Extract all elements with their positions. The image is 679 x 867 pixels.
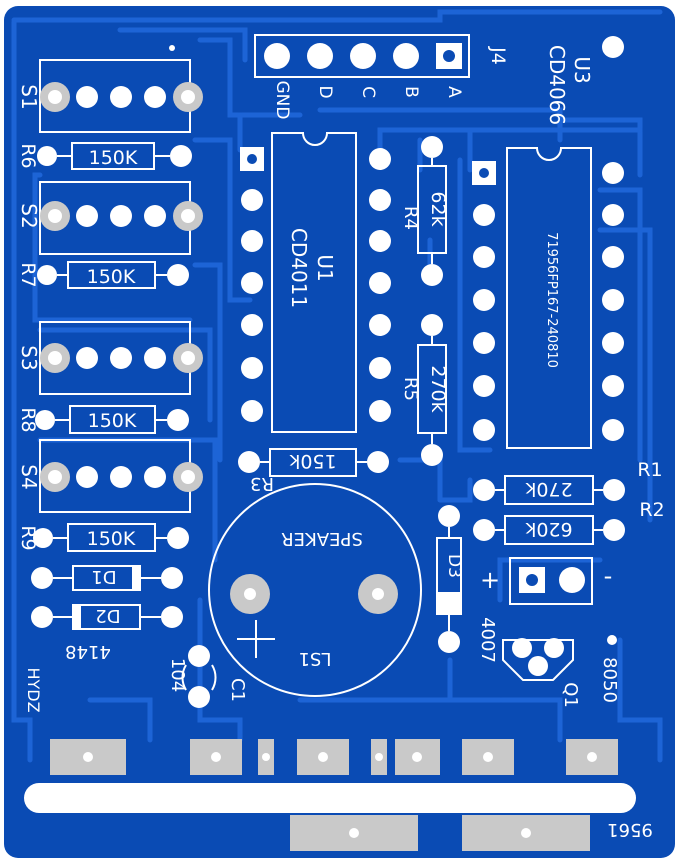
r4-label: R4 bbox=[400, 206, 421, 230]
r5-label: R5 bbox=[400, 377, 421, 401]
d3-label: D3 bbox=[444, 554, 464, 578]
pin-d-label: D bbox=[315, 85, 335, 98]
speaker-ls1 bbox=[208, 483, 422, 697]
j4-label: J4 bbox=[487, 46, 509, 65]
label-s1: S1 bbox=[17, 84, 41, 109]
label-s3: S3 bbox=[17, 345, 41, 370]
resistor-r3 bbox=[238, 448, 389, 477]
switch-s3 bbox=[39, 321, 203, 395]
resistor-r8 bbox=[35, 405, 189, 434]
r1-label: R1 bbox=[637, 459, 662, 481]
capacitor-c1 bbox=[181, 645, 217, 708]
switch-s4 bbox=[39, 439, 203, 513]
u3-label: U3 bbox=[570, 56, 594, 83]
resistor-r9 bbox=[33, 523, 189, 552]
header-j4 bbox=[254, 34, 470, 78]
resistor-r2 bbox=[473, 515, 625, 545]
r5-value: 270k bbox=[427, 365, 449, 412]
bottom-pads bbox=[50, 739, 618, 775]
cd4011-label: CD4011 bbox=[287, 228, 311, 308]
pin-c-label: C bbox=[358, 86, 378, 98]
r1-value: 270k bbox=[525, 478, 572, 500]
pin-gnd-label: GND bbox=[272, 81, 292, 120]
r7-value: 150K bbox=[87, 266, 136, 288]
label-r9: R9 bbox=[17, 525, 39, 550]
r9-value: 150K bbox=[87, 528, 136, 550]
r4-value: 62k bbox=[427, 191, 449, 226]
model-label: 9561 bbox=[607, 819, 653, 840]
q1-type-label: 8050 bbox=[599, 657, 620, 703]
switch-s1 bbox=[39, 59, 203, 133]
cd4066-label: CD4066 bbox=[545, 45, 569, 125]
label-s2: S2 bbox=[17, 203, 41, 228]
edge-pads bbox=[290, 815, 590, 851]
board-slot bbox=[24, 783, 636, 813]
resistor-r4 bbox=[417, 136, 447, 286]
resistor-r1 bbox=[473, 475, 625, 505]
diode-d2 bbox=[31, 604, 183, 630]
plus-sign: + bbox=[480, 566, 500, 594]
label-r7: R7 bbox=[17, 262, 39, 287]
label-r6: R6 bbox=[17, 143, 39, 168]
ls1-label: LS1 bbox=[299, 648, 332, 669]
d3-type-label: 4007 bbox=[477, 617, 498, 663]
mounting-hole-top-right bbox=[602, 36, 624, 58]
resistor-r6 bbox=[37, 142, 192, 170]
c1-value: 104 bbox=[167, 658, 188, 692]
q1-label: Q1 bbox=[560, 682, 581, 708]
switch-s2 bbox=[39, 181, 203, 255]
resistor-r5 bbox=[417, 314, 447, 466]
label-s4: S4 bbox=[17, 464, 41, 489]
via bbox=[607, 635, 617, 645]
label-r8: R8 bbox=[17, 407, 39, 432]
power-terminal bbox=[509, 557, 593, 605]
pin-a-label: A bbox=[444, 86, 464, 98]
r2-label: R2 bbox=[639, 499, 664, 521]
via bbox=[169, 45, 175, 51]
pin-b-label: B bbox=[401, 86, 421, 98]
d2-label: D2 bbox=[95, 605, 120, 626]
brand-label: HYDZ bbox=[24, 667, 43, 712]
minus-sign: - bbox=[604, 562, 613, 590]
c1-label: C1 bbox=[227, 678, 248, 702]
diode-d3 bbox=[436, 505, 462, 653]
r2-value: 620k bbox=[525, 518, 572, 540]
transistor-q1 bbox=[502, 638, 574, 681]
resistor-r7 bbox=[37, 261, 189, 289]
ic-u3 bbox=[472, 147, 624, 449]
u1-label: U1 bbox=[313, 254, 337, 281]
r8-value: 150K bbox=[88, 410, 137, 432]
speaker-label: SPEAKER bbox=[281, 528, 363, 549]
r3-value: 150k bbox=[289, 450, 336, 472]
diode-d1 bbox=[31, 565, 183, 591]
r3-label: R3 bbox=[250, 473, 274, 494]
d1-label: D1 bbox=[91, 566, 116, 587]
ic-u1 bbox=[240, 132, 391, 433]
diode-type-label: 4148 bbox=[65, 641, 111, 662]
r6-value: 150K bbox=[89, 147, 138, 169]
ic-date-code: 71956FP167-240810 bbox=[544, 232, 559, 368]
